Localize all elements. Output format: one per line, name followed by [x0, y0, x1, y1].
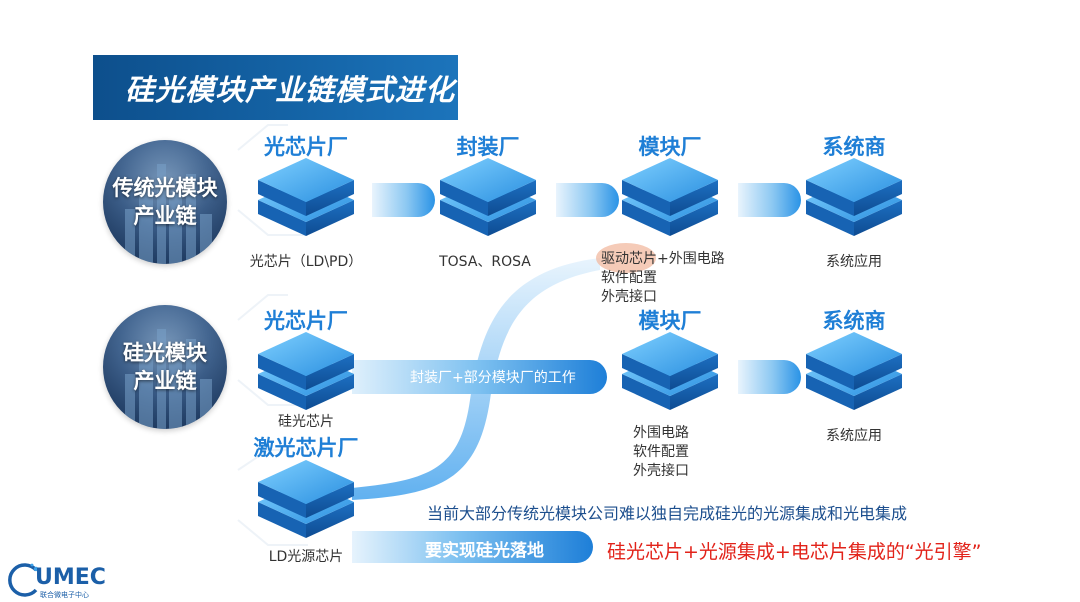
silicon-chain-circle: 硅光模块 产业链: [103, 305, 227, 429]
bridge-label: 封装厂+部分模块厂的工作: [410, 370, 576, 386]
stage-caption: 光芯片（LD\PD）: [249, 254, 363, 270]
notice-text: 当前大部分传统光模块公司难以独自完成硅光的光源集成和光电集成: [427, 504, 908, 523]
flow-arrow: [738, 360, 801, 394]
stage-caption: 外壳接口: [633, 463, 689, 479]
logo-name: UMEC: [35, 565, 106, 590]
chip-stack-icon: [622, 158, 718, 236]
circle-label: 硅光模块: [123, 341, 207, 365]
chip-layer: [258, 158, 354, 216]
stage-caption: 外围电路: [633, 425, 689, 441]
chip-layer: [440, 158, 536, 216]
chip-layer: [622, 158, 718, 216]
stage-header: 激光芯片厂: [253, 436, 359, 460]
stage-header: 光芯片厂: [264, 135, 348, 159]
chip-layer: [258, 332, 354, 390]
stage-header: 系统商: [822, 135, 886, 159]
flow-arrow: [372, 183, 435, 217]
umec-logo-icon: [6, 562, 42, 598]
chip-stack-icon: [622, 332, 718, 410]
stage-caption: 软件配置: [633, 444, 689, 460]
chip-layer: [806, 158, 902, 216]
logo-subtitle: 联合微电子中心: [40, 591, 89, 599]
stage-caption: 系统应用: [826, 254, 882, 270]
cta-pill: [352, 531, 593, 563]
stage-caption: 外壳接口: [601, 289, 657, 305]
conclusion-text: 硅光芯片+光源集成+电芯片集成的“光引擎”: [607, 541, 982, 563]
chip-stack: [258, 158, 902, 538]
chip-layer: [622, 332, 718, 390]
chip-stack-icon: [258, 460, 354, 538]
circle-label: 产业链: [133, 204, 197, 228]
page-title: 硅光模块产业链模式进化: [93, 55, 458, 120]
chip-layer: [806, 332, 902, 390]
chip-stack-icon: [258, 332, 354, 410]
bridge-arrow: [352, 360, 607, 394]
cta-label: 要实现硅光落地: [425, 541, 544, 561]
stage-header: 模块厂: [638, 309, 702, 333]
stage-header: 光芯片厂: [264, 309, 348, 333]
stage-caption: 软件配置: [601, 270, 657, 286]
stage-caption: LD光源芯片: [268, 549, 344, 565]
stage-caption: 系统应用: [826, 428, 882, 444]
stage-header: 封装厂: [456, 135, 520, 159]
chip-stack-icon: [440, 158, 536, 236]
chip-layer: [258, 460, 354, 518]
chip-stack-icon: [258, 158, 354, 236]
stage-caption: 驱动芯片+外围电路: [601, 251, 725, 267]
flow-arrow: [738, 183, 801, 217]
flow-arrow: [556, 183, 619, 217]
stage-header: 系统商: [822, 309, 886, 333]
stage-header: 模块厂: [638, 135, 702, 159]
traditional-chain-circle: 传统光模块 产业链: [103, 140, 227, 264]
stage-caption: 硅光芯片: [278, 414, 334, 430]
chip-stack-icon: [806, 158, 902, 236]
stage-caption: TOSA、ROSA: [439, 254, 531, 270]
chip-stack-icon: [806, 332, 902, 410]
circle-label: 传统光模块: [112, 176, 218, 200]
highlight-mark: [596, 243, 656, 273]
circle-label: 产业链: [133, 369, 197, 393]
